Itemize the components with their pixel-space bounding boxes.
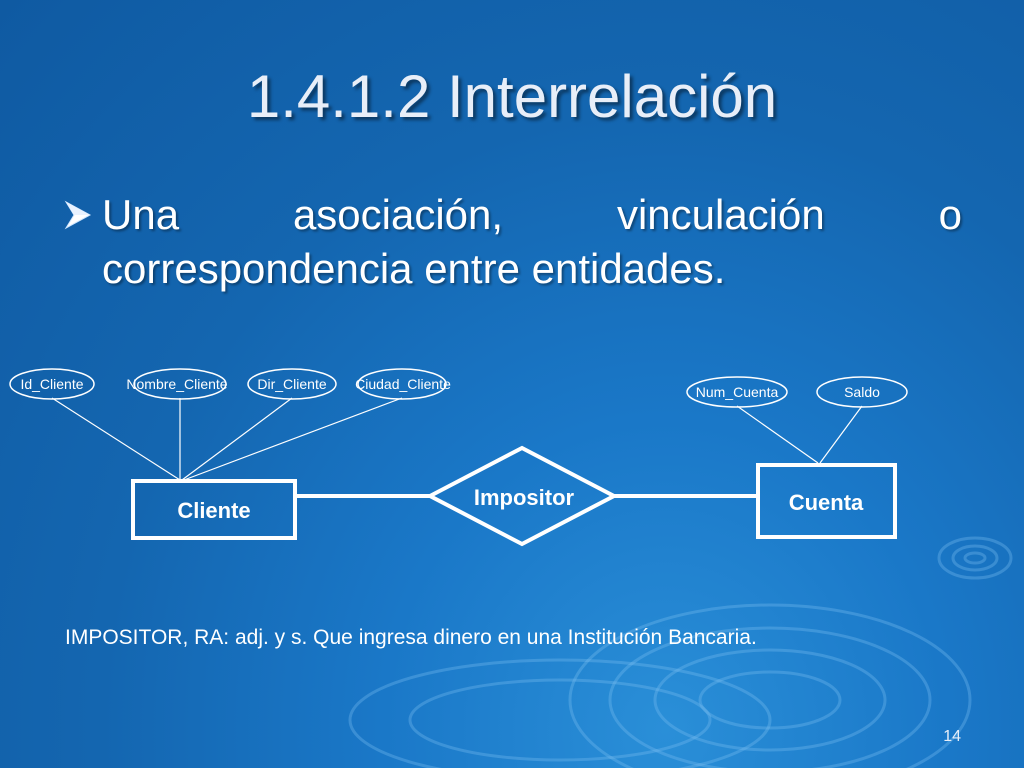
attr-connector — [819, 405, 863, 464]
bullet-line-2: correspondencia entre entidades. — [102, 245, 726, 292]
attribute-ellipse-saldo — [816, 376, 908, 408]
page-number: 14 — [943, 728, 961, 745]
attr-connector — [736, 405, 819, 464]
bullet-line-1: Una asociación, vinculación o — [62, 188, 962, 242]
arrow-bullet-icon — [64, 200, 92, 230]
entity-box-cliente — [131, 479, 297, 540]
attribute-label: Ciudad_Cliente — [355, 376, 451, 392]
attribute-ellipse-num-cuenta — [686, 376, 788, 408]
attr-connector — [51, 397, 181, 481]
entity-label-cliente: Cliente — [177, 498, 250, 523]
attribute-label: Id_Cliente — [20, 376, 83, 392]
attribute-label: Dir_Cliente — [257, 376, 326, 392]
attr-connector — [181, 397, 293, 481]
attribute-label: Num_Cuenta — [696, 384, 779, 400]
attribute-label: Saldo — [844, 384, 880, 400]
attribute-label: Nombre_Cliente — [126, 376, 227, 392]
entity-label-cuenta: Cuenta — [789, 490, 864, 515]
bullet-word: Una — [102, 191, 180, 238]
bullet-word: o — [938, 191, 962, 238]
relationship-label: Impositor — [474, 485, 575, 510]
bullet-word: asociación, — [292, 191, 504, 238]
slide-title: 1.4.1.2 Interrelación — [246, 63, 778, 130]
attribute-ellipse-ciudad-cliente — [357, 368, 447, 400]
attribute-ellipse-dir-cliente — [247, 368, 337, 400]
attr-connector — [183, 397, 403, 481]
attribute-ellipse-nombre-cliente — [133, 368, 227, 400]
entity-box-cuenta — [756, 463, 897, 539]
bullet-word: vinculación — [616, 191, 825, 238]
attribute-ellipse-id-cliente — [9, 368, 95, 400]
bullet-point: Una asociación, vinculación o correspond… — [62, 188, 962, 296]
definition-footnote: IMPOSITOR, RA: adj. y s. Que ingresa din… — [65, 626, 757, 649]
